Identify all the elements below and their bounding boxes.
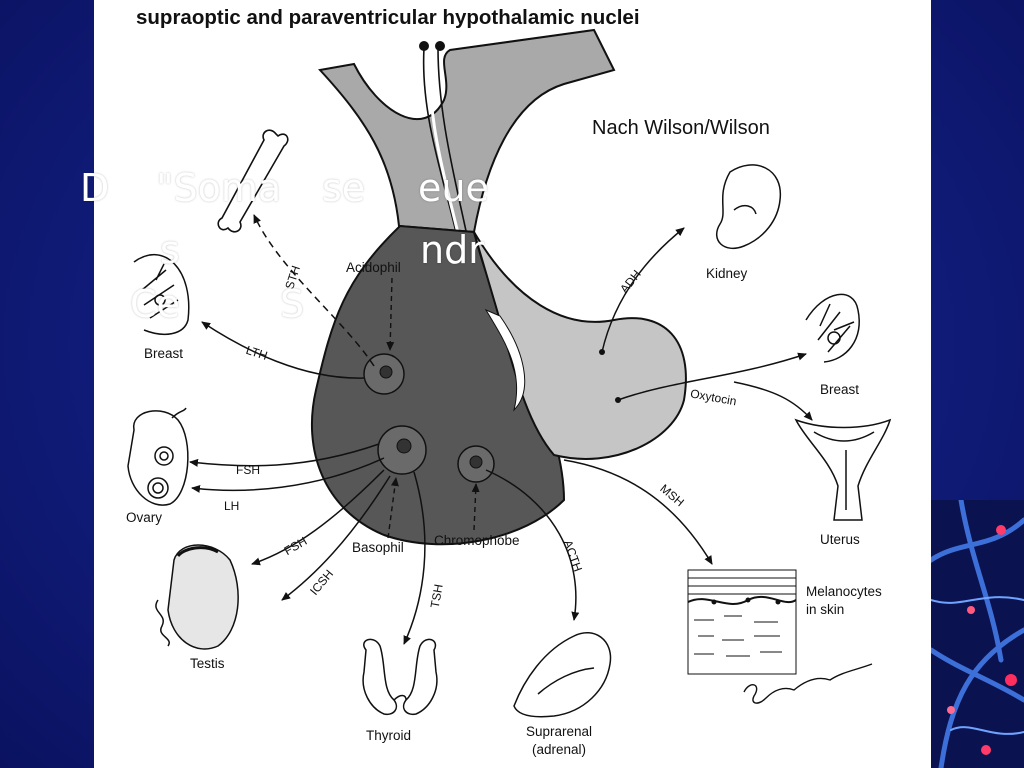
testis-icon [155, 544, 239, 650]
neuron-cell-body-1 [419, 41, 429, 51]
label-ovary: Ovary [126, 510, 162, 525]
artist-signature [743, 663, 873, 704]
diagram-title: supraoptic and paraventricular hypothala… [136, 6, 640, 29]
posterior-pituitary-lobe [473, 231, 687, 460]
chromophobe-cell [457, 445, 495, 483]
acidophil-pointer [386, 277, 395, 351]
breast-right-icon [805, 293, 860, 363]
label-sth: STH [282, 264, 303, 291]
breast-left-icon [133, 254, 190, 336]
arrow-fsh-ovary [189, 443, 380, 467]
label-in-skin: in skin [806, 602, 844, 617]
basophil-cell [377, 425, 427, 475]
ovary-icon [127, 407, 189, 506]
label-suprarenal: Suprarenal [526, 724, 592, 739]
infundibulum-stalk [318, 28, 616, 234]
label-chromophobe: Chromophobe [434, 533, 520, 548]
label-lth: LTH [244, 343, 269, 363]
label-uterus: Uterus [820, 532, 860, 547]
arrow-acth [485, 469, 580, 621]
label-icsh: ICSH [307, 567, 336, 598]
arrow-msh [563, 459, 713, 565]
label-kidney: Kidney [706, 266, 748, 281]
kidney-icon [715, 164, 781, 249]
label-basophil: Basophil [352, 540, 404, 555]
label-tsh: TSH [428, 583, 446, 609]
arrow-adh [601, 227, 685, 353]
adh-source-dot [599, 349, 605, 355]
uterus-icon [794, 418, 892, 521]
arrow-sth [253, 214, 375, 367]
acidophil-cell [363, 353, 405, 395]
label-acidophil: Acidophil [346, 260, 401, 275]
adrenal-icon [513, 631, 612, 718]
basophil-pointer [387, 477, 399, 539]
thyroid-icon [362, 638, 438, 716]
neuron-cell-body-2 [435, 41, 445, 51]
label-testis: Testis [190, 656, 225, 671]
label-adrenal: (adrenal) [532, 742, 586, 757]
oxytocin-source-dot [615, 397, 621, 403]
label-msh: MSH [657, 481, 686, 509]
cleft [484, 308, 526, 412]
arrow-lth [201, 321, 365, 379]
label-thyroid: Thyroid [366, 728, 411, 743]
label-oxytocin: Oxytocin [689, 386, 737, 408]
label-acth: ACTH [561, 538, 585, 573]
pituitary-diagram-figure: supraoptic and paraventricular hypothala… [94, 0, 931, 768]
arrow-icsh [281, 475, 391, 601]
arrow-fsh-testis [251, 469, 385, 566]
bone-icon [217, 129, 289, 233]
skin-section-icon [687, 569, 797, 675]
label-fsh-ovary: FSH [236, 463, 260, 477]
arrow-lh [191, 457, 385, 493]
arrow-oxytocin-uterus [733, 381, 813, 421]
author-credit: Nach Wilson/Wilson [592, 117, 770, 139]
neuron-network-decoration [931, 500, 1024, 768]
label-melanocytes: Melanocytes [806, 584, 882, 599]
arrow-tsh [403, 471, 426, 645]
arrow-oxytocin [617, 352, 807, 401]
label-breast-left: Breast [144, 346, 183, 361]
label-breast-right: Breast [820, 382, 859, 397]
label-lh: LH [224, 499, 239, 513]
chromophobe-pointer [471, 483, 480, 531]
